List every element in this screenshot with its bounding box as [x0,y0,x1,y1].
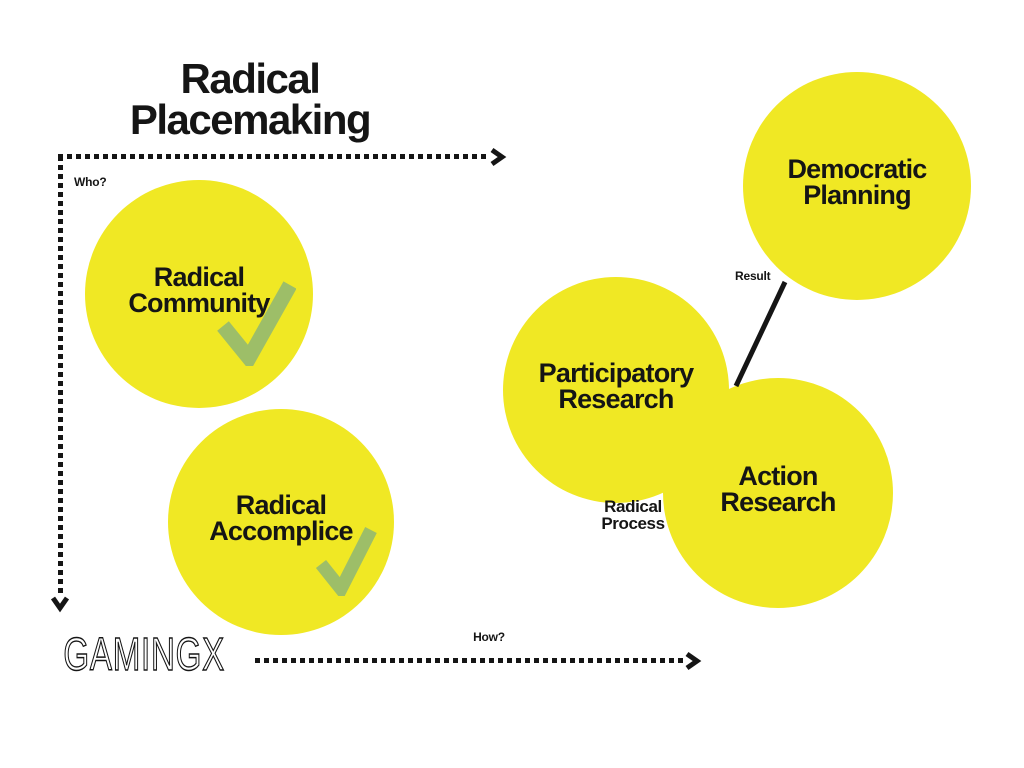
top-axis-dotted-line [58,154,488,159]
bubble-label-line2: Planning [803,180,911,210]
bubble-label: Radical Community [128,262,270,318]
bubble-label-line2: Community [128,288,270,318]
how-axis-label: How? [473,630,505,644]
bubble-label-line2: Research [720,487,836,517]
bubble-label-line2: Accomplice [209,516,353,546]
bubble-democratic-planning: Democratic Planning [743,72,971,300]
page-title: Radical Placemaking [100,55,400,143]
bubble-action-research: Action Research [663,378,893,608]
gamingx-logo-text: GAMINGX [63,630,224,680]
bubble-label: Participatory Research [538,358,694,414]
bubble-label: Radical Accomplice [209,490,353,546]
bubble-label: Democratic Planning [787,154,927,210]
result-connector-line [733,280,788,388]
bubble-label-line1: Radical [235,490,327,520]
page-title-line2: Placemaking [129,96,372,143]
down-arrowhead-icon [50,594,70,614]
bubble-label: Action Research [720,461,836,517]
right-arrowhead-icon [683,651,703,671]
bubble-radical-community: Radical Community [85,180,313,408]
bubble-label-line1: Radical [153,262,245,292]
bubble-label-line1: Participatory [538,358,694,388]
left-axis-dotted-line [58,156,63,594]
bubble-label-line2: Research [558,384,674,414]
who-axis-label: Who? [74,175,107,189]
radical-process-line1: Radical [604,497,662,516]
radical-process-label: Radical Process [573,498,693,532]
bubble-label-line1: Action [738,461,818,491]
result-label: Result [735,269,771,283]
bottom-axis-dotted-line [255,658,683,663]
bubble-label-line1: Democratic [787,154,927,184]
right-arrowhead-icon [488,147,508,167]
radical-process-line2: Process [601,514,665,533]
gamingx-logo: GAMINGX [63,630,225,681]
page-title-line1: Radical [180,55,321,102]
bubble-radical-accomplice: Radical Accomplice [168,409,394,635]
